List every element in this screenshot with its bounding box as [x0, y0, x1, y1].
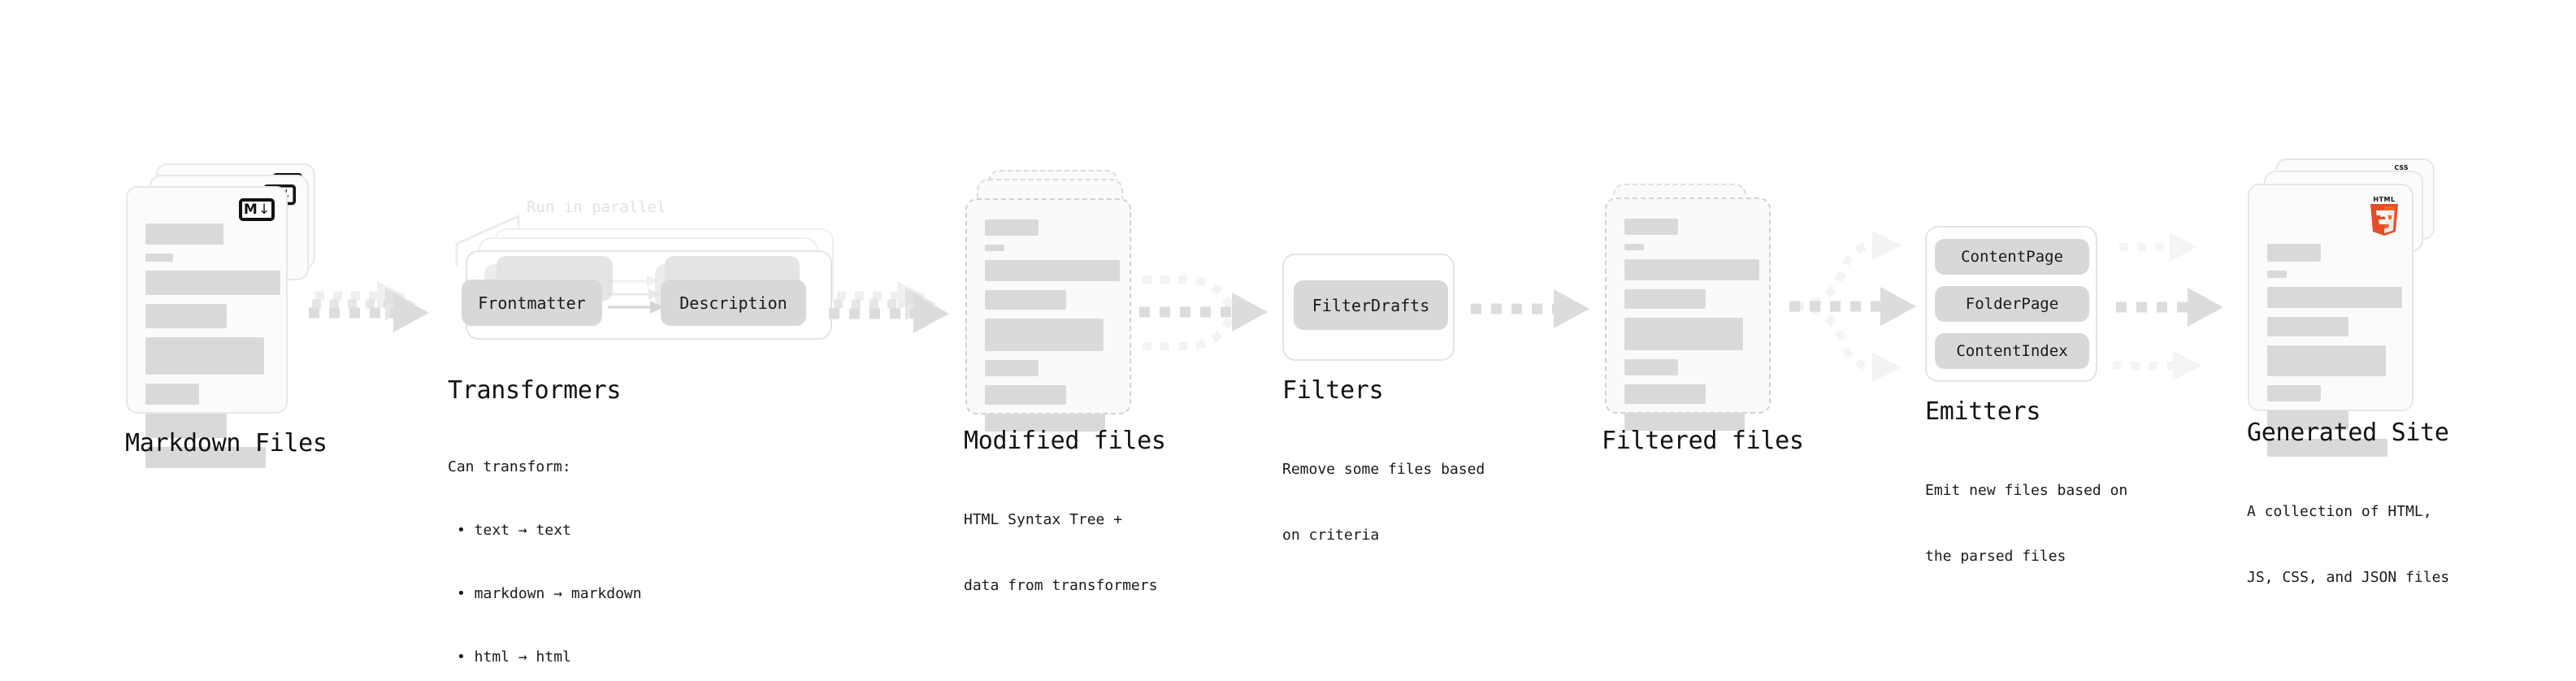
emitters-description: Emit new files based on the parsed files	[1925, 436, 2127, 611]
html5-digit: 5	[2379, 208, 2390, 226]
content-bar	[2267, 317, 2348, 336]
transformers-desc-line: • text → text	[457, 522, 571, 539]
arrow-filters-to-filtered	[1471, 289, 1589, 328]
transformers-desc-line: Can transform:	[448, 458, 571, 475]
content-bar	[1624, 289, 1706, 309]
content-bar	[985, 260, 1120, 281]
content-bar	[985, 219, 1039, 236]
modified-files-title: Modified files	[964, 427, 1166, 455]
emitters-title: Emitters	[1925, 397, 2041, 426]
site-file-content	[2267, 244, 2402, 466]
chip-description[interactable]: Description	[661, 280, 806, 326]
content-bar	[985, 245, 1004, 251]
content-bar	[1624, 384, 1706, 404]
arrow-emitters-to-site	[2113, 232, 2223, 380]
filters-description: Remove some files based on criteria	[1282, 414, 1485, 590]
filters-desc-line: on criteria	[1282, 527, 1380, 544]
arrow-modified-to-filters-converging	[1139, 275, 1268, 350]
content-bar	[1624, 359, 1678, 375]
transformers-title: Transformers	[448, 376, 622, 405]
emitters-desc-line: Emit new files based on	[1925, 482, 2128, 499]
filtered-file-content	[1624, 219, 1759, 440]
filters-title: Filters	[1282, 376, 1384, 405]
markdown-icon-front: M ↓	[239, 198, 275, 221]
generated-site-description: A collection of HTML, JS, CSS, and JSON …	[2247, 457, 2449, 632]
generated-site-title: Generated Site	[2247, 419, 2449, 447]
generated-site-desc-line: A collection of HTML,	[2247, 503, 2432, 520]
content-bar	[145, 304, 227, 328]
content-bar	[145, 254, 173, 262]
chip-contentpage[interactable]: ContentPage	[1935, 239, 2089, 275]
markdown-file-content	[145, 223, 280, 477]
modified-files-description: HTML Syntax Tree + data from transformer…	[964, 465, 1157, 640]
transformers-desc-line: • html → html	[457, 648, 571, 666]
run-in-parallel-label: Run in parallel	[527, 198, 666, 216]
content-bar	[1624, 244, 1644, 250]
filtered-file-card-front	[1605, 197, 1771, 431]
html5-wordmark: HTML	[2373, 196, 2396, 203]
content-bar	[145, 223, 223, 245]
generated-site-desc-line: JS, CSS, and JSON files	[2247, 569, 2450, 586]
content-bar	[145, 384, 199, 405]
content-bar	[145, 337, 264, 375]
chip-frontmatter[interactable]: Frontmatter	[462, 280, 602, 326]
content-bar	[2267, 439, 2387, 457]
emitters-desc-line: the parsed files	[1925, 548, 2066, 565]
chip-contentindex[interactable]: ContentIndex	[1935, 333, 2089, 369]
content-bar	[985, 385, 1066, 405]
content-bar	[2267, 287, 2402, 308]
modified-files-desc-line: data from transformers	[964, 577, 1158, 594]
chip-folderpage[interactable]: FolderPage	[1935, 286, 2089, 322]
site-file-card-html: HTML 5	[2248, 184, 2413, 457]
chip-filterdrafts[interactable]: FilterDrafts	[1294, 280, 1448, 330]
transformer-inner-arrows	[608, 275, 664, 314]
markdown-files-title: Markdown Files	[125, 429, 327, 458]
css-label: CSS	[2394, 164, 2409, 171]
content-bar	[2267, 271, 2287, 278]
content-bar	[145, 447, 266, 468]
filtered-files-title: Filtered files	[1602, 427, 1804, 455]
transformers-description: Can transform: • text → text • markdown …	[448, 414, 642, 681]
content-bar	[145, 414, 227, 438]
content-bar	[2267, 244, 2321, 262]
content-bar	[1624, 259, 1759, 280]
content-bar	[1624, 219, 1678, 235]
content-bar	[985, 414, 1105, 432]
content-bar	[1624, 318, 1743, 350]
filters-desc-line: Remove some files based	[1282, 461, 1485, 478]
markdown-letter-m: M	[243, 201, 258, 218]
content-bar	[2267, 345, 2386, 376]
markdown-down-arrow: ↓	[258, 201, 271, 218]
content-bar	[985, 360, 1039, 376]
content-bar	[985, 290, 1066, 310]
modified-file-content	[985, 219, 1120, 440]
content-bar	[985, 319, 1104, 351]
transformers-desc-line: • markdown → markdown	[457, 585, 642, 602]
arrow-markdown-to-transformers	[309, 281, 429, 332]
arrow-filtered-to-emitters-diverging	[1789, 231, 1916, 382]
markdown-file-card-front: M ↓	[126, 186, 288, 468]
modified-files-desc-line: HTML Syntax Tree +	[964, 511, 1123, 528]
html5-logo: HTML 5	[2368, 196, 2400, 236]
run-in-parallel-bracket	[455, 215, 520, 267]
content-bar	[2267, 385, 2321, 401]
content-bar	[145, 271, 280, 295]
modified-file-card-front	[965, 198, 1131, 432]
arrow-transformers-to-modified	[829, 281, 949, 333]
content-bar	[1624, 413, 1745, 431]
content-bar	[2267, 410, 2348, 430]
